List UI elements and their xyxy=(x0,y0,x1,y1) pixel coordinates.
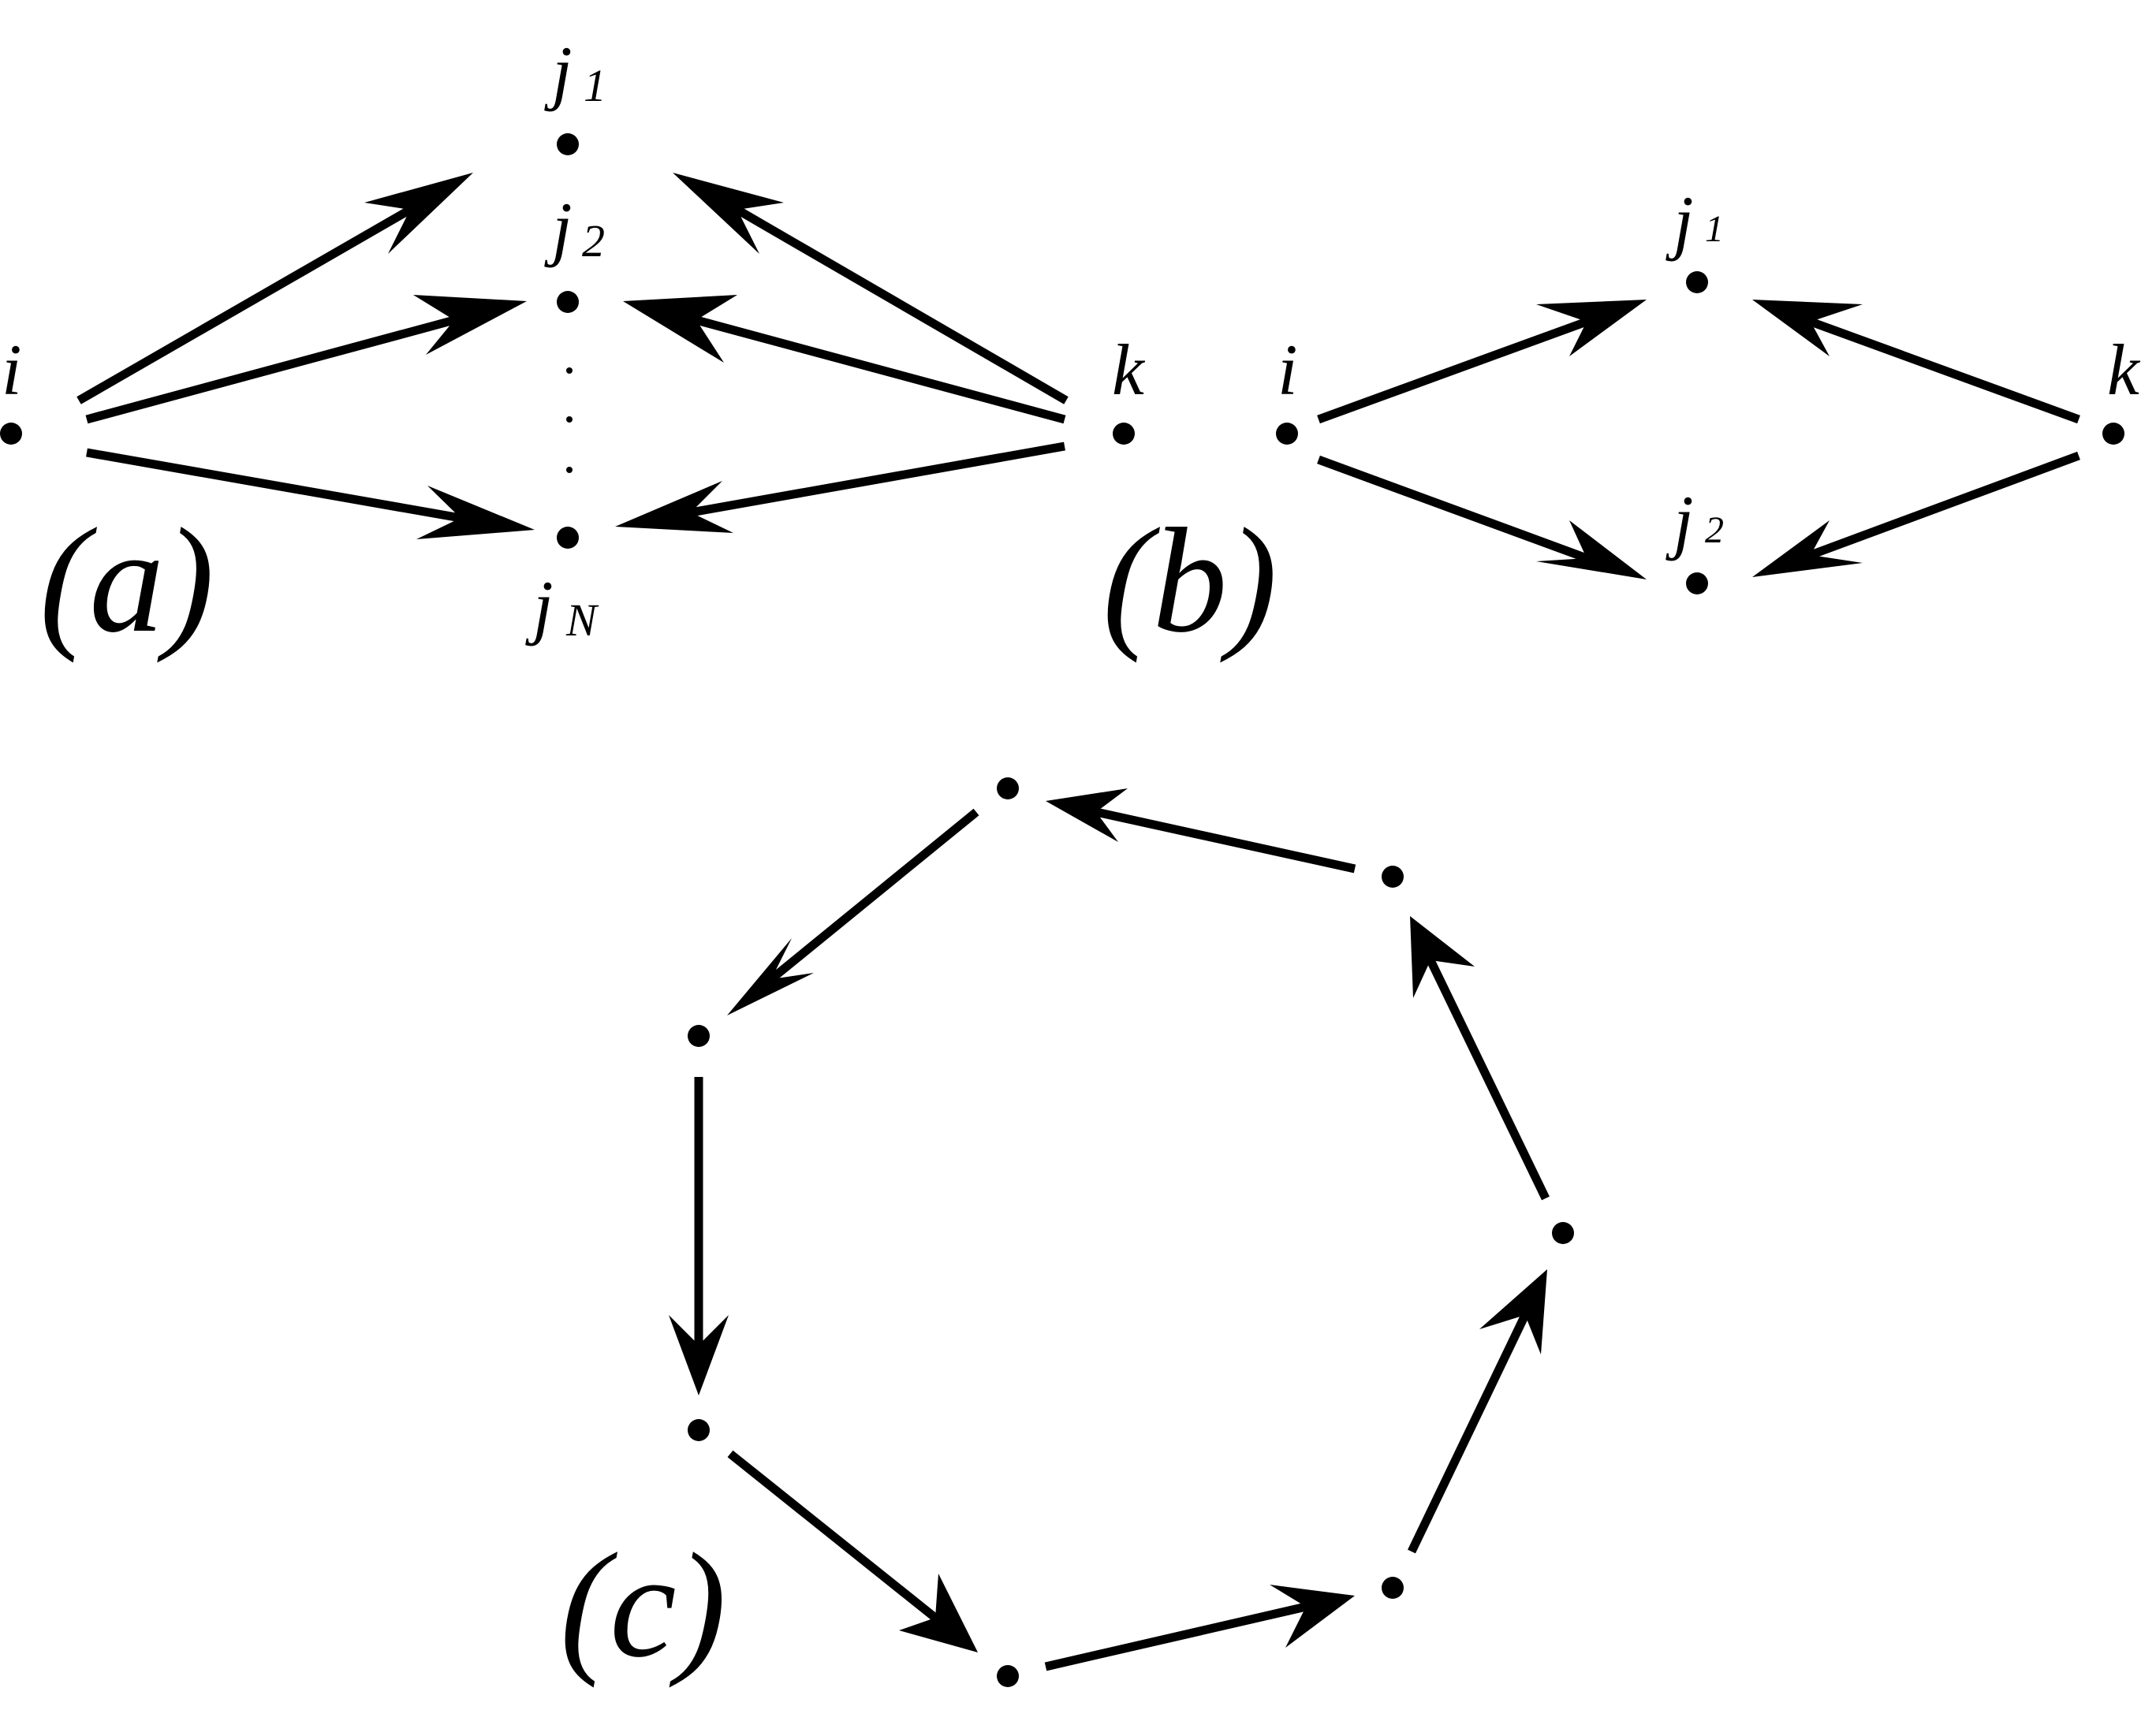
node-b-k xyxy=(2102,423,2124,445)
node-c-7 xyxy=(1382,866,1404,888)
node-c-5 xyxy=(1382,1577,1404,1599)
node-a-j1 xyxy=(557,133,579,155)
edge-c-3-4 xyxy=(727,1450,938,1622)
label-b-j1-sub: 1 xyxy=(1705,208,1724,250)
edge-c-6-7 xyxy=(1427,958,1550,1201)
arrowhead xyxy=(413,295,527,355)
edges-a xyxy=(76,173,1069,539)
label-b-j1: j xyxy=(1665,181,1694,262)
label-a-i: i xyxy=(2,330,22,410)
node-c-1 xyxy=(997,777,1019,799)
arrowhead xyxy=(727,938,814,1015)
ellipsis-dot xyxy=(566,467,573,473)
panel-c: (c) xyxy=(560,777,1574,1689)
arrowhead xyxy=(364,173,473,254)
arrowhead xyxy=(1046,788,1128,842)
edge-c-1-2 xyxy=(768,808,979,983)
label-b-j2: j xyxy=(1665,481,1694,561)
node-c-2 xyxy=(688,1025,710,1047)
node-a-k xyxy=(1113,423,1135,445)
label-b-j2-sub: 2 xyxy=(1705,509,1724,551)
arrowhead xyxy=(615,481,733,533)
arrowhead xyxy=(1536,300,1647,356)
arrowhead xyxy=(673,173,784,254)
node-a-i xyxy=(0,423,22,445)
node-b-j2 xyxy=(1686,572,1708,594)
edge-k-j1 xyxy=(735,206,1069,404)
panel-label-c: (c) xyxy=(560,1523,726,1689)
edges-b xyxy=(1317,300,2080,579)
panel-label-b: (b) xyxy=(1102,498,1278,664)
node-a-jN xyxy=(557,527,579,549)
node-b-i xyxy=(1276,423,1298,445)
arrowhead xyxy=(623,295,737,363)
panel-b: i j 1 j 2 k (b) xyxy=(1102,181,2141,664)
arrowhead xyxy=(1752,300,1863,356)
arrowhead xyxy=(899,1574,978,1652)
arrowhead xyxy=(416,486,535,539)
arrowhead xyxy=(1479,1269,1547,1354)
edge-b-i-j1 xyxy=(1317,317,1588,424)
node-b-j1 xyxy=(1686,271,1708,293)
edge-i-j1 xyxy=(76,206,412,404)
edge-k-j2 xyxy=(695,315,1066,424)
edge-c-7-1 xyxy=(1095,807,1356,874)
label-a-j1: j xyxy=(544,32,573,112)
edges-c xyxy=(669,788,1550,1671)
node-c-4 xyxy=(997,1665,1019,1687)
arrowhead xyxy=(1410,916,1475,998)
edge-i-j2 xyxy=(85,315,456,424)
edge-b-i-j2 xyxy=(1317,455,1588,563)
label-a-j2-sub: 2 xyxy=(582,215,605,266)
label-a-jN-sub: N xyxy=(565,594,599,646)
arrowhead xyxy=(1536,520,1647,579)
node-a-j2 xyxy=(557,291,579,313)
ellipsis-dot xyxy=(566,367,573,374)
ellipsis-dot xyxy=(566,416,573,423)
label-b-k: k xyxy=(2107,330,2141,410)
edge-b-k-j2 xyxy=(1809,451,2080,560)
edge-i-jN xyxy=(86,448,461,523)
edge-k-jN xyxy=(690,441,1065,517)
edge-c-4-5 xyxy=(1044,1602,1307,1671)
label-a-jN: j xyxy=(525,566,554,646)
label-a-j2: j xyxy=(544,188,573,268)
edge-c-5-6 xyxy=(1408,1313,1529,1554)
label-a-k: k xyxy=(1112,330,1146,410)
node-c-6 xyxy=(1552,1222,1574,1244)
panel-label-a: (a) xyxy=(39,498,214,664)
arrowhead xyxy=(1752,520,1863,577)
label-a-j1-sub: 1 xyxy=(584,60,606,111)
arrowhead xyxy=(1270,1585,1355,1648)
node-c-3 xyxy=(688,1419,710,1441)
label-b-i: i xyxy=(1278,330,1298,410)
edge-b-k-j1 xyxy=(1809,317,2080,424)
panel-a: i j 1 j 2 j N k (a) xyxy=(0,32,1146,664)
arrowhead xyxy=(669,1315,729,1395)
